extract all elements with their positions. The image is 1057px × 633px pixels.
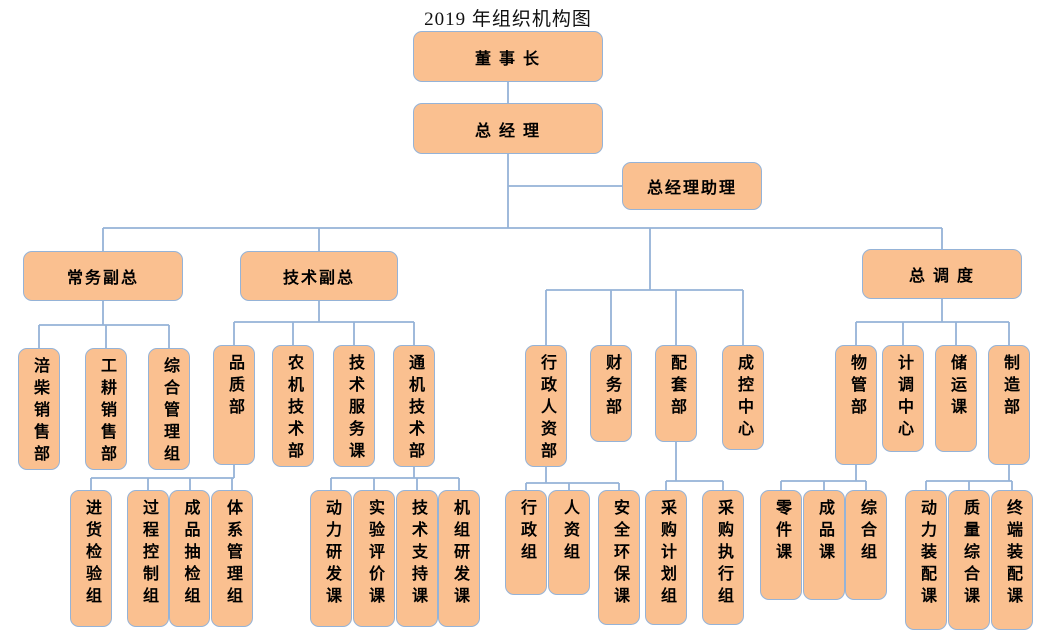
org-node-label: 综合管理组: [161, 357, 178, 467]
org-node-label: 总 经 理: [474, 122, 541, 140]
org-node-label: 技术副总: [282, 270, 355, 287]
org-node-supporting-dept: 配套部: [655, 345, 697, 442]
org-node-label: 进货检验组: [83, 499, 100, 609]
org-node-label: 总经理助理: [646, 180, 737, 197]
org-node-storage-transport-section: 储运课: [935, 345, 977, 452]
org-node-label: 终端装配课: [1004, 499, 1021, 609]
org-node-general-manager: 总 经 理: [413, 103, 603, 154]
org-node-finance-dept: 财务部: [590, 345, 632, 442]
org-node-admin-hr-dept: 行政人资部: [525, 345, 567, 467]
org-node-label: 采购执行组: [715, 499, 732, 609]
org-node-manufacturing-dept: 制造部: [988, 345, 1030, 465]
org-node-safety-env-section: 安全环保课: [598, 490, 640, 625]
org-node-gonggeng-sales-dept: 工耕销售部: [85, 348, 127, 470]
org-node-product-sampling-group: 成品抽检组: [169, 490, 210, 627]
org-node-label: 成控中心: [735, 354, 752, 442]
org-node-label: 品质部: [226, 354, 243, 420]
org-node-power-rd-section: 动力研发课: [310, 490, 352, 627]
org-node-gm-assistant: 总经理助理: [622, 162, 762, 210]
org-node-process-control-group: 过程控制组: [127, 490, 169, 627]
org-node-label: 动力装配课: [918, 499, 935, 609]
org-node-cost-control-center: 成控中心: [722, 345, 764, 450]
org-node-label: 动力研发课: [323, 499, 340, 609]
org-node-general-machinery-tech-dept: 通机技术部: [393, 345, 435, 467]
org-node-finished-product-section: 成品课: [803, 490, 845, 600]
chart-title: 2019 年组织机构图: [424, 9, 592, 30]
org-node-agri-machinery-tech-dept: 农机技术部: [272, 345, 314, 467]
org-node-label: 总 调 度: [908, 268, 975, 285]
org-node-fuchai-sales-dept: 涪柴销售部: [18, 348, 60, 470]
org-node-label: 安全环保课: [611, 499, 628, 609]
org-node-label: 储运课: [948, 354, 965, 420]
org-node-quality-general-section: 质量综合课: [948, 490, 990, 630]
org-node-chief-dispatcher: 总 调 度: [862, 249, 1022, 299]
org-node-label: 人资组: [561, 499, 578, 565]
org-node-label: 制造部: [1001, 354, 1018, 420]
org-node-label: 技术支持课: [409, 499, 426, 609]
org-node-terminal-assembly-section: 终端装配课: [991, 490, 1033, 630]
org-node-purchase-planning-group: 采购计划组: [645, 490, 687, 625]
org-node-label: 机组研发课: [451, 499, 468, 609]
org-node-unit-rd-section: 机组研发课: [438, 490, 480, 627]
org-node-quality-dept: 品质部: [213, 345, 255, 465]
org-node-purchase-execution-group: 采购执行组: [702, 490, 744, 625]
org-node-label: 技术服务课: [346, 354, 363, 464]
org-node-executive-vp: 常务副总: [23, 251, 183, 301]
org-node-power-assembly-section: 动力装配课: [905, 490, 947, 630]
org-node-admin-group: 行政组: [505, 490, 547, 595]
org-node-label: 体系管理组: [224, 499, 241, 609]
org-node-label: 配套部: [668, 354, 685, 420]
org-node-label: 零件课: [773, 499, 790, 565]
org-node-label: 通机技术部: [406, 354, 423, 464]
org-node-label: 质量综合课: [961, 499, 978, 609]
org-node-label: 采购计划组: [658, 499, 675, 609]
org-node-label: 涪柴销售部: [31, 357, 48, 467]
org-node-tech-support-section: 技术支持课: [396, 490, 438, 627]
org-node-label: 工耕销售部: [98, 357, 115, 467]
org-node-label: 行政人资部: [538, 354, 555, 464]
org-node-incoming-inspection-group: 进货检验组: [70, 490, 112, 627]
org-node-planning-dispatch-center: 计调中心: [882, 345, 924, 452]
org-node-label: 计调中心: [895, 354, 912, 442]
org-node-general-group: 综合组: [845, 490, 887, 600]
org-node-label: 财务部: [603, 354, 620, 420]
org-node-system-mgmt-group: 体系管理组: [211, 490, 253, 627]
org-node-label: 成品课: [816, 499, 833, 565]
org-node-material-mgmt-dept: 物管部: [835, 345, 877, 465]
org-node-label: 综合组: [858, 499, 875, 565]
org-node-hr-group: 人资组: [548, 490, 590, 595]
org-node-label: 农机技术部: [285, 354, 302, 464]
org-node-label: 实验评价课: [366, 499, 383, 609]
org-node-general-management-group: 综合管理组: [148, 348, 190, 470]
org-node-label: 成品抽检组: [181, 499, 199, 609]
org-node-tech-service-section: 技术服务课: [333, 345, 375, 467]
org-node-technical-vp: 技术副总: [240, 251, 398, 301]
org-node-experiment-eval-section: 实验评价课: [353, 490, 395, 627]
org-node-label: 常务副总: [66, 270, 139, 287]
org-node-parts-section: 零件课: [760, 490, 802, 600]
org-node-chairman: 董 事 长: [413, 31, 603, 82]
org-node-label: 物管部: [848, 354, 865, 420]
org-node-label: 过程控制组: [140, 499, 157, 609]
org-node-label: 行政组: [518, 499, 535, 565]
org-node-label: 董 事 长: [474, 50, 541, 68]
